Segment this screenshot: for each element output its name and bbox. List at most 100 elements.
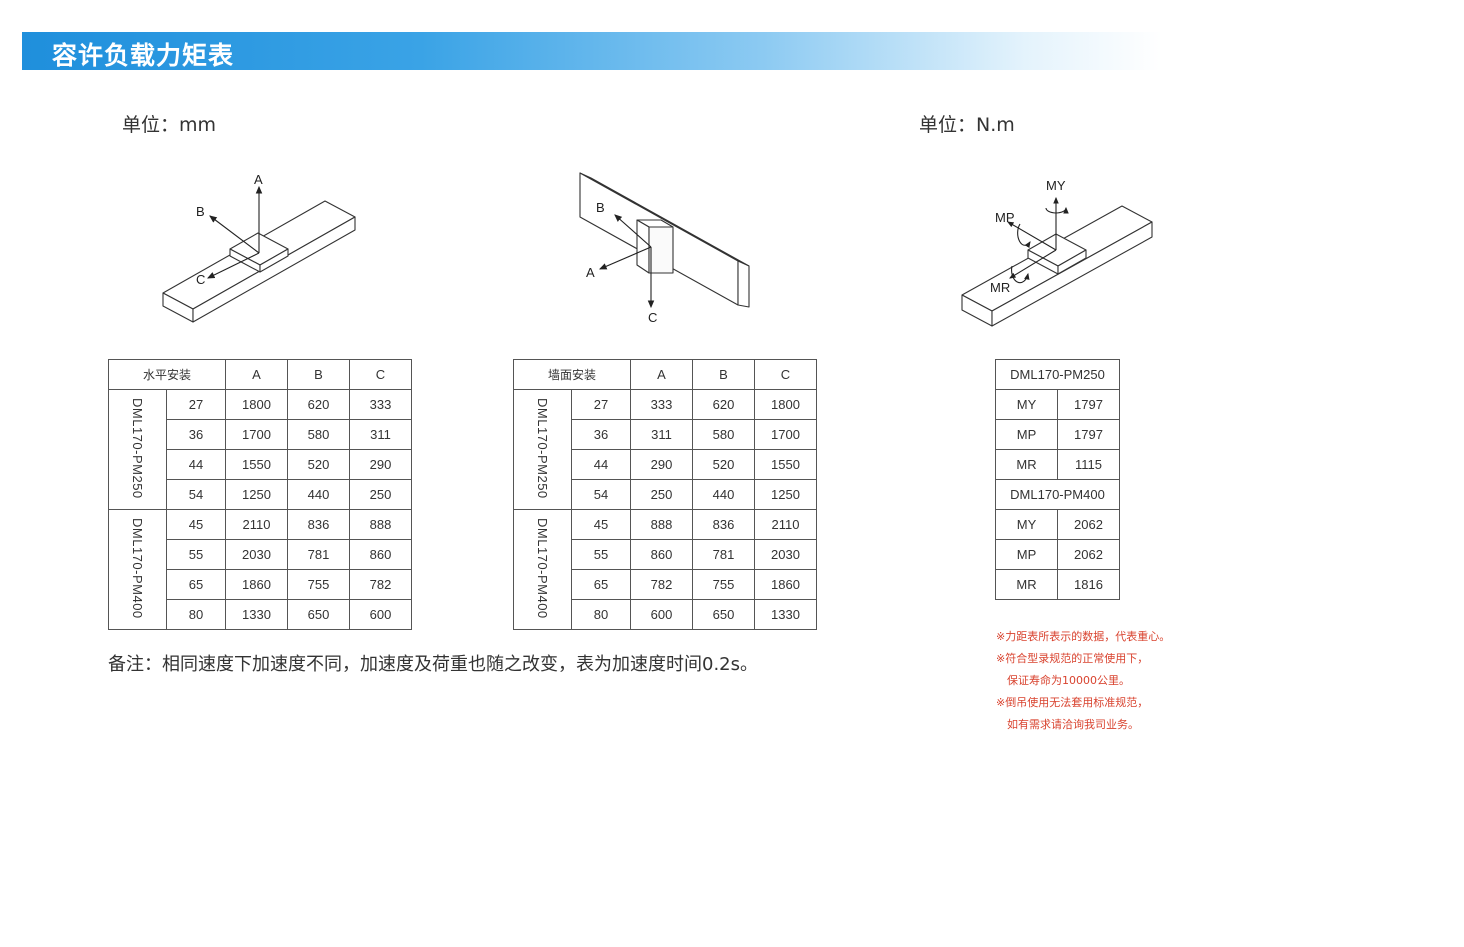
model-cell: DML170-PM400 — [108, 509, 167, 630]
horizontal-load-table: 水平安装 A B C DML170-PM250 27 1800 620 333 … — [108, 359, 412, 630]
axis-label-b: B — [596, 200, 605, 215]
column-header: A — [630, 359, 693, 390]
model-cell: DML170-PM250 — [108, 389, 167, 510]
table-cell: 836 — [692, 509, 755, 540]
moment-value: 2062 — [1057, 509, 1120, 540]
table-cell: 1800 — [225, 389, 288, 420]
table-cell: 600 — [349, 599, 412, 630]
table-cell: 44 — [166, 449, 226, 480]
table-cell: 311 — [630, 419, 693, 450]
table-cell: 782 — [349, 569, 412, 600]
table-cell: 755 — [692, 569, 755, 600]
table-cell: 27 — [166, 389, 226, 420]
table-cell: 54 — [166, 479, 226, 510]
column-header: C — [754, 359, 817, 390]
table-cell: 1250 — [225, 479, 288, 510]
table-cell: 36 — [166, 419, 226, 450]
table-cell: 860 — [630, 539, 693, 570]
table-cell: 888 — [630, 509, 693, 540]
table-cell: 520 — [692, 449, 755, 480]
column-header: B — [692, 359, 755, 390]
axis-label-b: B — [196, 204, 205, 219]
unit-label-nm: 单位：N.m — [919, 114, 1015, 136]
table-cell: 55 — [571, 539, 631, 570]
model-header: DML170-PM250 — [995, 359, 1120, 390]
table-cell: 1550 — [225, 449, 288, 480]
model-header: DML170-PM400 — [995, 479, 1120, 510]
table-cell: 1250 — [754, 479, 817, 510]
table-cell: 1800 — [754, 389, 817, 420]
table-cell: 1330 — [225, 599, 288, 630]
moment-diagram: MY MP MR — [961, 178, 1153, 327]
table-cell: 888 — [349, 509, 412, 540]
table-cell: 836 — [287, 509, 350, 540]
note-line: ※力距表所表示的数据，代表重心。 — [996, 630, 1171, 643]
table-cell: 650 — [287, 599, 350, 630]
note-line: 如有需求请洽询我司业务。 — [1007, 718, 1139, 731]
table-cell: 580 — [692, 419, 755, 450]
remark-text: 备注：相同速度下加速度不同，加速度及荷重也随之改变，表为加速度时间0.2s。 — [108, 654, 759, 675]
table-cell: 1860 — [754, 569, 817, 600]
model-cell: DML170-PM400 — [513, 509, 572, 630]
table-cell: 580 — [287, 419, 350, 450]
table-cell: 520 — [287, 449, 350, 480]
table-cell: 1550 — [754, 449, 817, 480]
notes-block: ※力距表所表示的数据，代表重心。 ※符合型录规范的正常使用下， 保证寿命为100… — [996, 626, 1170, 736]
table-cell: 2030 — [754, 539, 817, 570]
table-cell: 620 — [287, 389, 350, 420]
moment-value: 1797 — [1057, 419, 1120, 450]
table-cell: 65 — [166, 569, 226, 600]
moment-label-mp: MP — [995, 210, 1015, 225]
moment-label-my: MY — [1046, 178, 1066, 193]
horizontal-mount-diagram: A B C — [162, 172, 356, 323]
moment-value: 1115 — [1057, 449, 1120, 480]
table-cell: 860 — [349, 539, 412, 570]
moment-value: 2062 — [1057, 539, 1120, 570]
moment-value: 1797 — [1057, 389, 1120, 420]
axis-label-a: A — [254, 172, 263, 187]
table-cell: 36 — [571, 419, 631, 450]
moment-name: MR — [995, 449, 1058, 480]
page-title: 容许负载力矩表 — [52, 41, 235, 70]
table-cell: 2030 — [225, 539, 288, 570]
table-cell: 620 — [692, 389, 755, 420]
table-cell: 440 — [692, 479, 755, 510]
table-cell: 440 — [287, 479, 350, 510]
table-corner-header: 水平安装 — [108, 359, 226, 390]
table-cell: 781 — [287, 539, 350, 570]
moment-name: MP — [995, 539, 1058, 570]
table-cell: 781 — [692, 539, 755, 570]
axis-label-a: A — [586, 265, 595, 280]
table-cell: 44 — [571, 449, 631, 480]
table-cell: 54 — [571, 479, 631, 510]
note-line: 保证寿命为10000公里。 — [1007, 674, 1130, 687]
table-cell: 650 — [692, 599, 755, 630]
column-header: C — [349, 359, 412, 390]
table-cell: 80 — [166, 599, 226, 630]
moment-name: MY — [995, 509, 1058, 540]
moment-name: MR — [995, 569, 1058, 600]
unit-label-mm: 单位：mm — [122, 114, 217, 136]
table-cell: 290 — [349, 449, 412, 480]
model-cell: DML170-PM250 — [513, 389, 572, 510]
table-cell: 65 — [571, 569, 631, 600]
table-cell: 333 — [630, 389, 693, 420]
table-cell: 2110 — [225, 509, 288, 540]
axis-label-c: C — [648, 310, 657, 325]
table-cell: 782 — [630, 569, 693, 600]
table-cell: 755 — [287, 569, 350, 600]
table-corner-header: 墙面安装 — [513, 359, 631, 390]
table-cell: 311 — [349, 419, 412, 450]
table-cell: 250 — [349, 479, 412, 510]
column-header: A — [225, 359, 288, 390]
note-line: ※符合型录规范的正常使用下， — [996, 652, 1149, 665]
moment-name: MP — [995, 419, 1058, 450]
table-cell: 27 — [571, 389, 631, 420]
header-bar: 容许负载力矩表 — [22, 32, 1162, 70]
table-cell: 600 — [630, 599, 693, 630]
table-cell: 1860 — [225, 569, 288, 600]
table-cell: 250 — [630, 479, 693, 510]
wall-load-table: 墙面安装 A B C DML170-PM250 27 333 620 1800 … — [513, 359, 817, 630]
table-cell: 1330 — [754, 599, 817, 630]
